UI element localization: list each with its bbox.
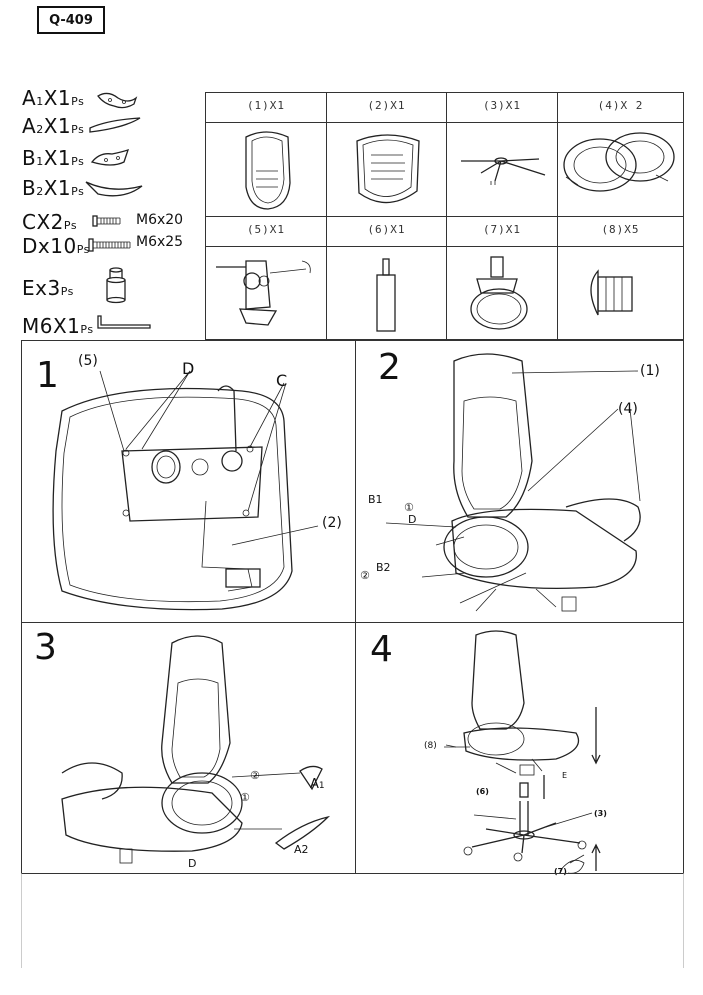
armrest-icon (563, 132, 675, 192)
callout-part-4: (4) (618, 401, 638, 417)
part-b2: B2X1Ps (22, 176, 143, 200)
callout-spacer-e: E (562, 771, 568, 780)
star-base-icon (461, 157, 546, 185)
step-3-panel: 3 A1 A2 D ① ② (21, 622, 356, 874)
callout-part-1: (1) (640, 363, 660, 379)
seat-icon (356, 134, 420, 204)
gas-lift-icon (376, 258, 396, 332)
component-label-7: (7)X1 (447, 217, 558, 247)
component-label-6: (6)X1 (327, 217, 447, 247)
component-3 (447, 123, 558, 217)
step-number: 3 (34, 627, 57, 668)
callout-part-6: (6) (476, 787, 489, 796)
component-label-2: (2)X1 (327, 93, 447, 123)
callout-step-one: ① (240, 791, 250, 804)
mechanism-icon (216, 260, 311, 326)
backrest-icon (245, 131, 291, 210)
callout-part-7: (7) (554, 867, 567, 876)
callout-step-one: ① (404, 501, 414, 514)
model-code: Q-409 (49, 12, 93, 28)
callout-d: D (408, 513, 417, 526)
part-m6: M6X1Ps (22, 314, 151, 338)
armrest-cover-b1-icon (90, 148, 130, 166)
step-4-panel: 4 (8) (6) (3) (7) E (355, 622, 684, 876)
callout-part-8: (8) (424, 741, 437, 751)
component-1 (206, 123, 327, 217)
part-a1: A1X1Ps (22, 86, 138, 110)
callout-a1: A1 (310, 777, 325, 792)
component-label-4: (4)X 2 (558, 93, 683, 123)
backrest-armrest-diagram (385, 353, 641, 612)
callout-screw-c: C (276, 371, 288, 390)
step-number: 4 (370, 629, 393, 670)
part-b1: B1X1Ps (22, 146, 130, 170)
component-5 (206, 247, 327, 339)
component-8 (558, 247, 683, 339)
callout-step-two: ② (250, 769, 260, 782)
part-e: Ex3Ps (22, 267, 126, 304)
armrest-cover-b2-icon (85, 181, 143, 197)
callout-d: D (188, 857, 197, 870)
screw-long-icon (88, 238, 131, 252)
callout-a2: A2 (294, 843, 309, 856)
component-6 (327, 247, 447, 339)
callout-part-3: (3) (594, 809, 607, 818)
component-label-1: (1)X1 (206, 93, 327, 123)
step-2-panel: 2 (1) (4) B1 B2 D ① ② (355, 340, 684, 623)
callout-step-two: ② (360, 569, 370, 582)
notes-area (21, 873, 684, 968)
component-7 (447, 247, 558, 339)
callout-b2: B2 (376, 561, 391, 574)
components-table: (1)X1 (2)X1 (3)X1 (4)X 2 (5)X1 (6)X1 (7)… (205, 92, 684, 340)
component-label-3: (3)X1 (447, 93, 558, 123)
callout-screw-d: D (182, 359, 195, 378)
step-1-panel: 1 (5) D C (2) (21, 340, 356, 623)
armrest-cover-a1-icon (97, 92, 138, 109)
model-code-box: Q-409 (37, 6, 105, 34)
callout-part-5: (5) (78, 353, 98, 369)
caster-icon (470, 256, 528, 330)
part-c: CX2Ps M6x20 (22, 210, 184, 234)
part-a2: A2X1Ps (22, 114, 141, 138)
part-d: Dx10Ps M6x25 (22, 234, 184, 258)
component-label-8: (8)X5 (558, 217, 683, 247)
spacer-icon (106, 267, 126, 304)
screw-short-icon (92, 215, 121, 227)
component-2 (327, 123, 447, 217)
component-label-5: (5)X1 (206, 217, 327, 247)
seat-mechanism-diagram (52, 370, 319, 611)
component-4 (558, 123, 683, 217)
step-number: 1 (36, 355, 59, 396)
callout-b1: B1 (368, 493, 383, 506)
hex-key-icon (97, 315, 151, 329)
base-assembly-diagram (444, 630, 601, 874)
armrest-cover-a2-icon (89, 117, 141, 133)
cap-icon (590, 269, 633, 316)
armrest-cover-diagram (61, 635, 331, 864)
step-number: 2 (378, 347, 401, 388)
callout-part-2: (2) (322, 515, 342, 531)
